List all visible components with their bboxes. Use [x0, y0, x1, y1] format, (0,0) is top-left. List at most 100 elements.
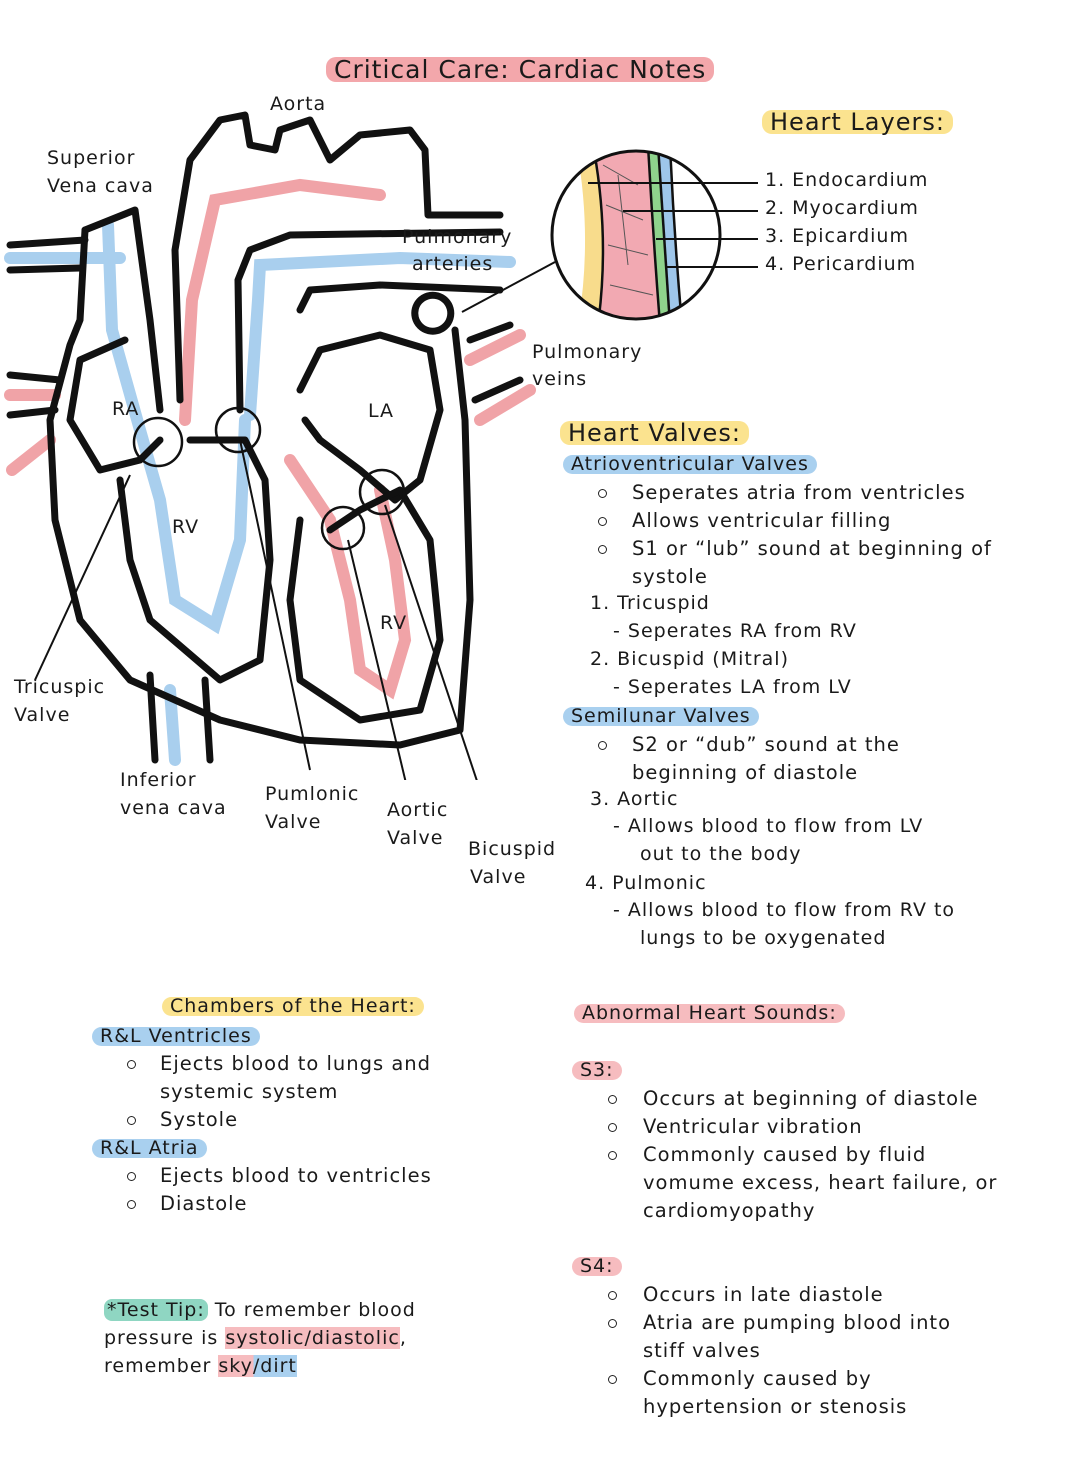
pulmonic-note-line2: lungs to be oxygenated — [640, 927, 887, 949]
heart-diagram — [4, 111, 556, 780]
sky-dirt-highlight: sky/dirt — [218, 1355, 297, 1377]
rv-label: RV — [172, 516, 200, 538]
svc-label-line1: Superior — [47, 147, 136, 169]
page-title: Critical Care: Cardiac Notes — [326, 57, 715, 82]
ventricles-list: Ejects blood to lungs and systemic syste… — [127, 1050, 431, 1134]
aortic-note-line1: - Allows blood to flow from LV — [613, 815, 924, 837]
list-item-continuation: beginning of diastole — [632, 761, 859, 784]
list-item-continuation: vomume excess, heart failure, or — [643, 1171, 998, 1194]
oxygenated-flow-line — [179, 178, 386, 426]
s3-label: S3: — [572, 1061, 622, 1080]
pulmonary-artery-flow-line — [244, 251, 516, 421]
bullet-icon — [608, 1151, 617, 1160]
aortic-valve-label-line1: Aortic — [387, 799, 449, 821]
epicardium-band — [648, 151, 670, 319]
heart-valves-heading: Heart Valves: — [560, 421, 749, 445]
ra-label: RA — [112, 398, 140, 420]
tricuspid-valve-marker — [132, 416, 184, 468]
layer-myocardium: 2. Myocardium — [765, 197, 919, 219]
endocardium-band — [576, 151, 603, 319]
myocardium-band — [593, 151, 660, 319]
list-item: Occurs in late diastole — [608, 1281, 951, 1309]
bullet-icon — [608, 1123, 617, 1132]
s4-label: S4: — [572, 1257, 622, 1276]
bicuspid-valve-label-line2: Valve — [470, 866, 527, 888]
list-item: Allows ventricular filling — [598, 507, 992, 535]
aortic-valve-label-line2: Valve — [387, 827, 444, 849]
s4-list: Occurs in late diastole Atria are pumpin… — [608, 1281, 951, 1421]
aortic-note-line2: out to the body — [640, 843, 802, 865]
ventricles-heading: R&L Ventricles — [92, 1027, 260, 1046]
svc-outline — [81, 206, 164, 414]
pulmonary-veins-label-line2: veins — [532, 368, 588, 390]
list-item-continuation: stiff valves — [643, 1339, 761, 1362]
bullet-icon — [598, 741, 607, 750]
list-item: Commonly caused by fluid — [608, 1141, 997, 1169]
la-label: LA — [368, 400, 395, 422]
test-tip-line2: pressure is systolic/diastolic, — [104, 1327, 407, 1349]
list-item: Systole — [127, 1106, 431, 1134]
list-item: Ejects blood to ventricles — [127, 1162, 432, 1190]
pulmonic-valve-marker — [214, 406, 262, 454]
layer-pericardium: 4. Pericardium — [765, 253, 917, 275]
test-tip-line1: *Test Tip: To remember blood — [104, 1299, 416, 1321]
bullet-icon — [127, 1116, 136, 1125]
test-tip-line3: remember sky/dirt — [104, 1355, 297, 1377]
tricuspid-valve-label-line1: Tricuspic — [14, 676, 106, 698]
pulmonary-arteries-label-line2: arteries — [412, 253, 494, 275]
atria-heading: R&L Atria — [92, 1139, 207, 1158]
bullet-icon — [127, 1060, 136, 1069]
heart-layers-heading: Heart Layers: — [762, 110, 953, 134]
list-item: S2 or “dub” sound at the — [598, 731, 900, 759]
list-item: Occurs at beginning of diastole — [608, 1085, 997, 1113]
aortic-valve-marker — [320, 505, 366, 551]
pulmonic-valve-label-line1: Pumlonic — [265, 783, 360, 805]
bicuspid-valve-marker — [358, 468, 406, 516]
ivc-label-line2: vena cava — [120, 797, 227, 819]
pulmonic-item: 4. Pulmonic — [585, 872, 707, 894]
pulmonary-arteries-label-line1: Pulmonary — [402, 226, 513, 248]
bicuspid-note: - Seperates LA from LV — [613, 676, 852, 698]
bullet-icon — [608, 1375, 617, 1384]
s3-list: Occurs at beginning of diastole Ventricu… — [608, 1085, 997, 1225]
list-item-continuation: systemic system — [160, 1080, 339, 1103]
bullet-icon — [598, 545, 607, 554]
list-item: Atria are pumping blood into — [608, 1309, 951, 1337]
ivc-label-line1: Inferior — [120, 769, 197, 791]
aortic-item: 3. Aortic — [590, 788, 679, 810]
bicuspid-item: 2. Bicuspid (Mitral) — [590, 648, 789, 670]
av-valves-bullets: Seperates atria from ventricles Allows v… — [598, 479, 992, 591]
svc-label-line2: Vena cava — [47, 175, 154, 197]
bullet-icon — [608, 1291, 617, 1300]
list-item: Ventricular vibration — [608, 1113, 997, 1141]
list-item-continuation: systole — [632, 565, 708, 588]
bullet-icon — [127, 1172, 136, 1181]
aorta-label: Aorta — [270, 93, 327, 115]
test-tip-lead: *Test Tip: — [104, 1299, 208, 1321]
systolic-diastolic-highlight: systolic/diastolic — [225, 1327, 400, 1349]
abnormal-sounds-heading: Abnormal Heart Sounds: — [574, 1004, 845, 1023]
pulmonic-valve-label-line2: Valve — [265, 811, 322, 833]
tricuspid-item: 1. Tricuspid — [590, 592, 710, 614]
bullet-icon — [598, 489, 607, 498]
semilunar-valves-heading: Semilunar Valves — [563, 707, 759, 726]
atria-list: Ejects blood to ventricles Diastole — [127, 1162, 432, 1218]
list-item: S1 or “lub” sound at beginning of — [598, 535, 992, 563]
list-item-continuation: hypertension or stenosis — [643, 1395, 908, 1418]
list-item: Diastole — [127, 1190, 432, 1218]
left-side-flow-line — [284, 454, 412, 700]
tricuspid-note: - Seperates RA from RV — [613, 620, 857, 642]
list-item: Commonly caused by — [608, 1365, 951, 1393]
layer-endocardium: 1. Endocardium — [765, 169, 929, 191]
list-item: Ejects blood to lungs and — [127, 1050, 431, 1078]
tricuspid-valve-label-line2: Valve — [14, 704, 71, 726]
bullet-icon — [608, 1095, 617, 1104]
bullet-icon — [598, 517, 607, 526]
pericardium-band — [658, 151, 682, 319]
bicuspid-valve-label-line1: Bicuspid — [468, 838, 557, 860]
pulmonary-veins-label-line1: Pulmonary — [532, 341, 643, 363]
pulmonic-note-line1: - Allows blood to flow from RV to — [613, 899, 956, 921]
heart-layers-cross-section — [550, 149, 758, 321]
list-item: Seperates atria from ventricles — [598, 479, 992, 507]
list-item-continuation: cardiomyopathy — [643, 1199, 816, 1222]
